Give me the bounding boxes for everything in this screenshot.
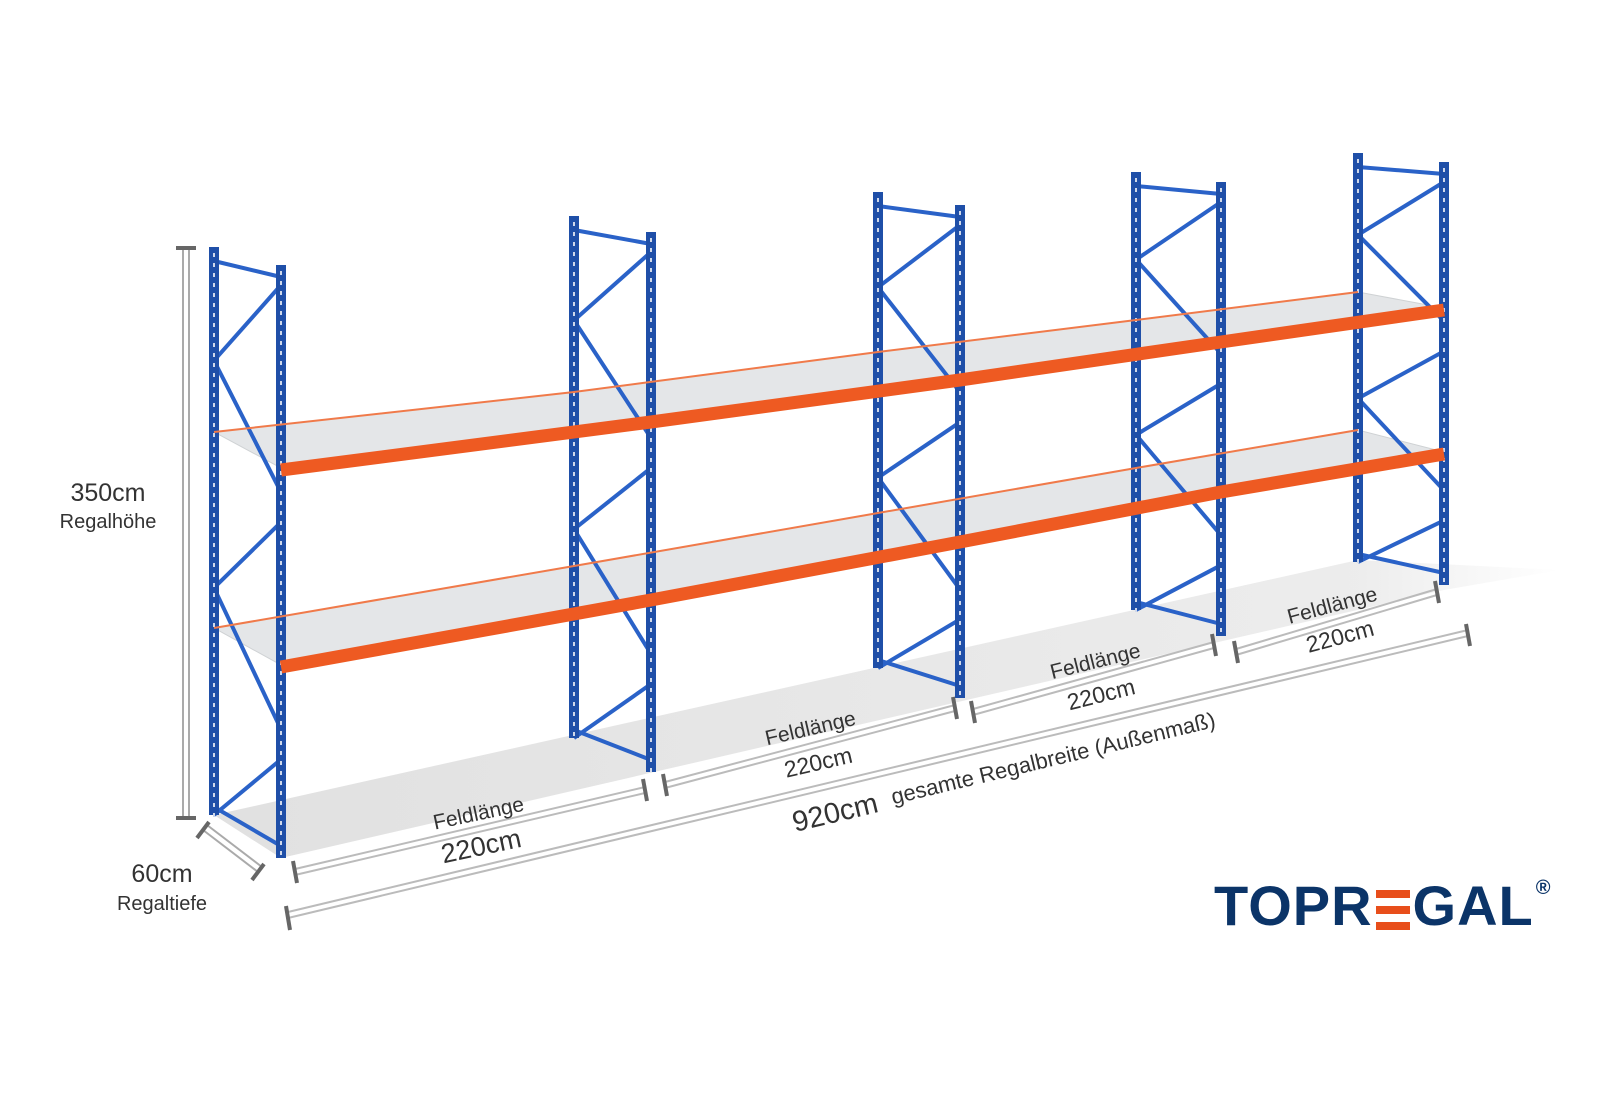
depth-label: Regaltiefe [117, 893, 207, 915]
depth-dimension-line [195, 820, 266, 882]
height-label: Regalhöhe [60, 511, 157, 533]
shelf-level-upper [212, 291, 1445, 469]
rear-beams [213, 291, 1359, 629]
upright-frame [569, 216, 656, 772]
logo-text-right: GAL [1412, 874, 1534, 937]
front-beams [279, 303, 1446, 674]
depth-value: 60cm [131, 860, 192, 888]
rear-post [209, 247, 219, 815]
height-value: 350cm [70, 479, 145, 507]
front-post [1439, 162, 1449, 585]
upright-frame [1131, 172, 1226, 636]
rear-post [1353, 153, 1363, 562]
frame-bracing [1356, 165, 1446, 575]
total-width-dimension-line [284, 623, 1472, 931]
beam-lower [279, 447, 1446, 674]
frame-bracing [572, 228, 653, 762]
upright-frame [209, 247, 286, 858]
logo-text-left: TOPR [1214, 874, 1373, 937]
frame-bracing [212, 259, 283, 848]
total-width-label: gesamte Regalbreite (Außenmaß) [889, 707, 1218, 809]
logo-e-bars [1375, 890, 1410, 930]
registered-mark: ® [1535, 877, 1552, 899]
beam-upper [280, 303, 1445, 477]
height-dimension-line [176, 246, 196, 820]
upright-frame [1353, 153, 1449, 585]
frame-bracing [1134, 184, 1223, 626]
upright-frame [873, 192, 965, 698]
rear-post [569, 216, 579, 738]
topregal-logo: TOPR GAL ® [1214, 878, 1552, 934]
frame-bracing [876, 204, 962, 688]
